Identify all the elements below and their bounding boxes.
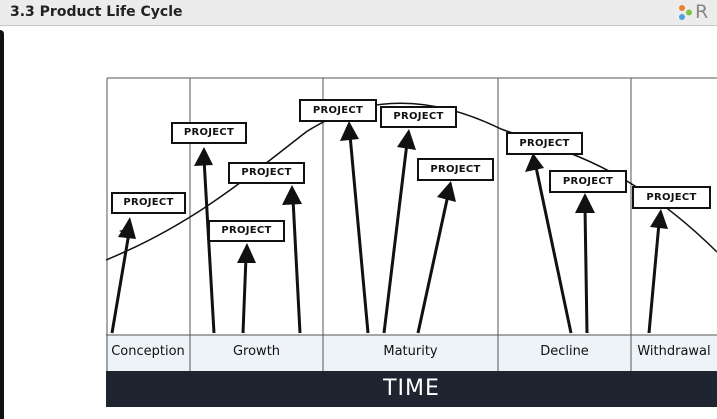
project-arrow [583,206,589,334]
logo-letter: R [695,1,709,23]
project-box: PROJECT [228,162,305,184]
project-box: PROJECT [632,186,711,209]
stage-label-growth: Growth [232,344,281,359]
project-box: PROJECT [111,192,186,214]
project-arrow [110,226,132,334]
arrowhead [525,153,544,172]
brand-logo: R [677,1,717,24]
project-arrow [291,198,302,334]
panel-edge [0,30,4,419]
stage-label-decline: Decline [540,344,589,359]
stage-label-maturity: Maturity [383,344,438,359]
project-box: PROJECT [299,99,377,122]
arrowhead [340,121,359,141]
project-arrow [241,256,248,334]
arrowhead [575,193,595,213]
arrowhead [437,181,456,202]
project-arrow [534,166,573,334]
project-box: PROJECT [549,170,627,193]
arrowhead [194,147,213,166]
stage-label-withdrawal: Withdrawal [637,344,711,359]
project-arrow [382,142,409,334]
lifecycle-curve [106,102,717,261]
time-axis-label: TIME [383,376,440,401]
project-arrow [202,158,216,334]
arrowhead [397,129,416,150]
arrowhead [237,243,256,263]
time-band [106,371,717,407]
project-box: PROJECT [380,106,457,128]
diagram-canvas [106,77,717,407]
project-arrow [416,194,450,334]
page-title: 3.3 Product Life Cycle [10,4,183,20]
arrowhead [282,185,302,205]
title-bar: 3.3 Product Life Cycle R [0,0,717,26]
project-box: PROJECT [171,122,247,144]
logo-dots-icon [679,5,692,20]
stage-band [106,335,717,371]
arrowhead [650,209,668,229]
project-arrows [110,134,661,334]
stage-label-conception: Conception [111,344,185,359]
project-box: PROJECT [208,220,285,242]
project-arrow [348,134,370,334]
product-life-cycle-diagram: PROJECT PROJECT PROJECT PROJECT PROJECT … [106,77,717,407]
project-box: PROJECT [506,132,583,155]
project-box: PROJECT [417,158,494,181]
arrowhead [118,217,136,239]
project-arrow [647,222,661,334]
